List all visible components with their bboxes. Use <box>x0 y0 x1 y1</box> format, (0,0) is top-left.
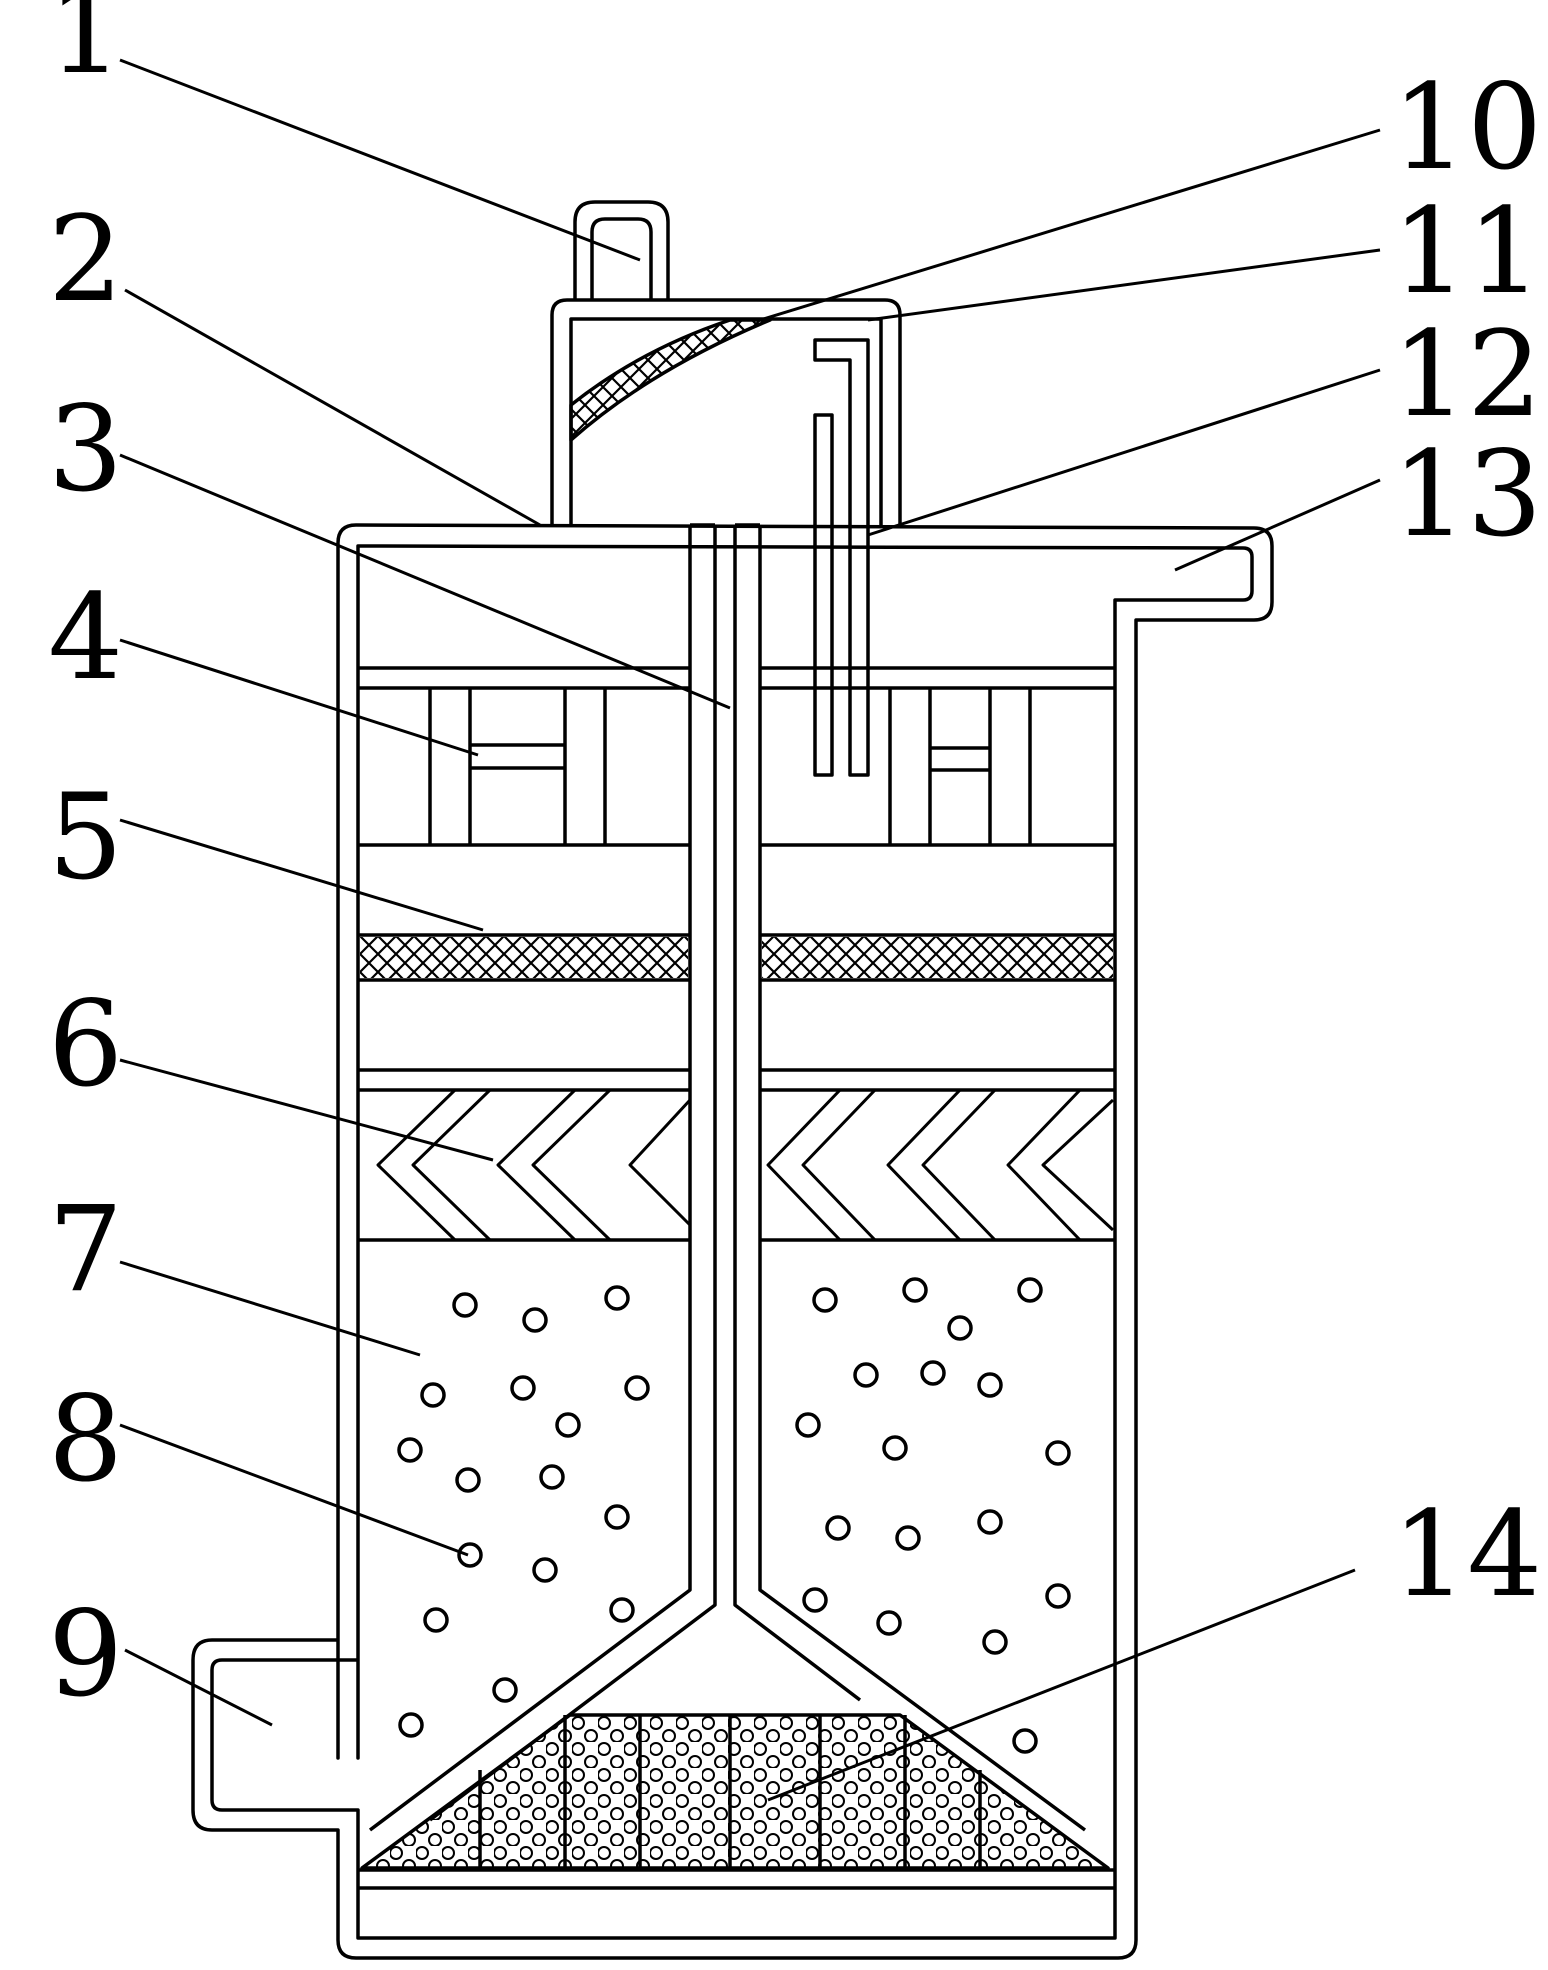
cap-chamber-inner <box>569 317 883 525</box>
part-labels: 1 2 3 4 5 6 7 8 9 10 11 12 13 14 <box>48 0 1542 1723</box>
mesh-layer-left <box>360 937 688 978</box>
label-13: 13 <box>1392 425 1542 563</box>
label-14: 14 <box>1392 1485 1542 1623</box>
label-11: 11 <box>1392 182 1542 320</box>
label-5: 5 <box>48 768 123 906</box>
top-handle <box>573 200 670 300</box>
label-10: 10 <box>1392 58 1542 196</box>
granules <box>397 1277 1071 1754</box>
label-4: 4 <box>48 568 123 706</box>
label-12: 12 <box>1392 305 1542 443</box>
leader-lines <box>119 58 1381 1802</box>
label-3: 3 <box>48 380 123 518</box>
probe-tube-outer <box>813 338 870 777</box>
label-9: 9 <box>48 1585 123 1723</box>
label-6: 6 <box>48 975 123 1113</box>
label-7: 7 <box>48 1180 123 1318</box>
support-struts-left <box>428 688 607 845</box>
cap-mesh <box>569 318 772 442</box>
top-handle-inner <box>590 217 653 300</box>
probe-tube-inner <box>813 413 834 777</box>
support-struts-right <box>888 688 1032 845</box>
chevron-layer <box>376 1088 1115 1242</box>
label-1: 1 <box>48 0 123 100</box>
main-housing-outer <box>191 523 1274 1960</box>
mesh-layer-right <box>762 937 1113 978</box>
label-8: 8 <box>48 1370 123 1508</box>
main-housing-inner <box>210 544 1254 1940</box>
bottom-media <box>360 1713 1110 1870</box>
cap-chamber <box>550 298 902 525</box>
central-pipe <box>368 525 1087 1832</box>
label-2: 2 <box>48 190 123 328</box>
